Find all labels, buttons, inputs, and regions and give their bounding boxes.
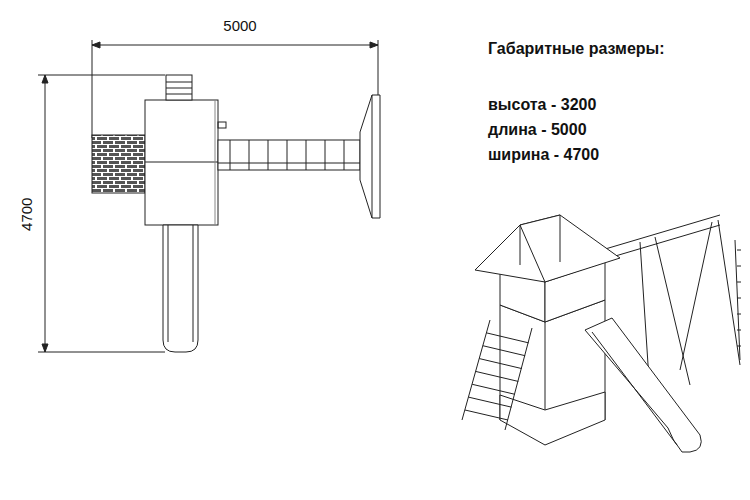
rung-stroke	[287, 140, 288, 170]
rung-stroke	[325, 140, 326, 170]
rung-stroke	[268, 140, 269, 170]
rung-stroke	[737, 282, 741, 283]
rung-stroke	[737, 266, 741, 267]
size-length: длина - 5000	[488, 121, 587, 139]
rung-stroke	[469, 397, 512, 407]
rung-stroke	[483, 346, 525, 356]
rung-stroke	[737, 250, 741, 251]
rung-stroke	[476, 371, 519, 381]
rung-stroke	[306, 140, 307, 170]
rung-stroke	[230, 140, 231, 170]
size-height: высота - 3200	[488, 96, 596, 114]
rung-stroke	[486, 333, 528, 343]
rung-stroke	[737, 346, 741, 347]
heading: Габаритные размеры:	[488, 40, 665, 58]
rung-stroke	[737, 298, 741, 299]
rung-stroke	[737, 330, 741, 331]
dimension-width: 4700	[20, 197, 37, 230]
size-width: ширина - 4700	[488, 146, 599, 164]
rung-stroke	[249, 140, 250, 170]
rung-stroke	[344, 140, 345, 170]
rung-stroke	[479, 359, 521, 369]
rung-stroke	[472, 384, 515, 394]
rung-stroke	[465, 410, 508, 420]
dimension-length: 5000	[223, 18, 256, 35]
rung-stroke	[737, 314, 741, 315]
